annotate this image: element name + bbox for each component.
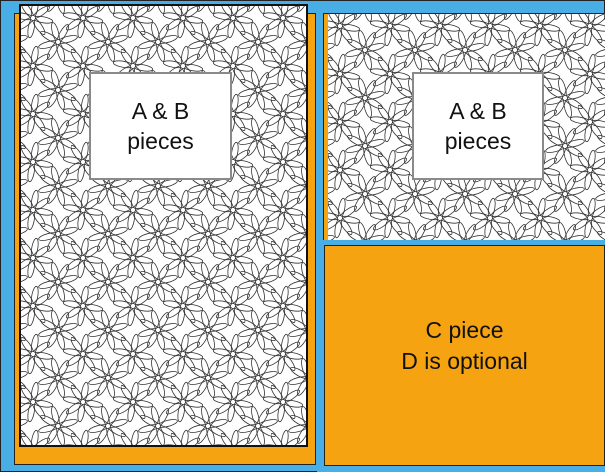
d-optional-label: D is optional — [401, 346, 528, 377]
left-label-line2: pieces — [127, 126, 193, 156]
left-fabric-panel — [19, 4, 308, 447]
right-label-line2: pieces — [445, 126, 511, 156]
left-piece-label: A & B pieces — [89, 72, 232, 180]
left-label-line1: A & B — [132, 96, 190, 126]
c-piece-label: C piece — [426, 315, 504, 346]
right-label-line1: A & B — [449, 96, 507, 126]
c-piece-panel: C piece D is optional — [324, 245, 605, 466]
right-piece-label: A & B pieces — [412, 72, 544, 180]
